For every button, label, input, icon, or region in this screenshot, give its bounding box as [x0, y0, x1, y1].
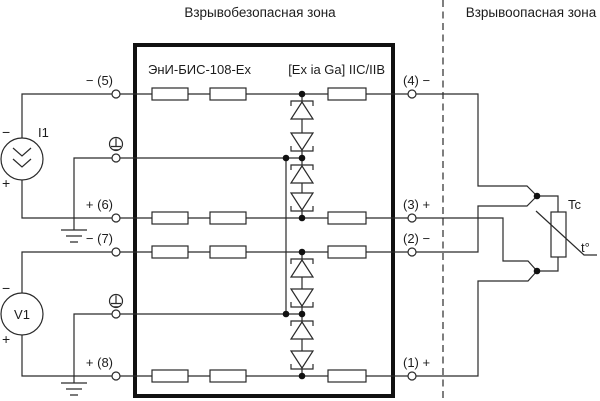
junction-dot [282, 310, 290, 318]
zener-diode-icon [289, 192, 315, 212]
resistor [327, 369, 367, 383]
terminal-8-label: + (8) [86, 355, 113, 370]
sensor-bottom-lead [537, 257, 559, 272]
terminal-8 [111, 371, 121, 381]
wire-terminal3 [416, 217, 538, 272]
safe-zone-title: Взрывобезопасная зона [184, 5, 336, 20]
junction-dot [298, 310, 306, 318]
current-source-i1-circle [0, 137, 44, 181]
rtd-temperature-stroke-icon [535, 210, 597, 256]
terminal-4-label: (4) − [403, 73, 430, 88]
zener-pair-3 [289, 252, 315, 314]
junction-dot [298, 90, 306, 98]
earth-ground-symbol-top [61, 157, 112, 243]
device-name: ЭнИ-БИС-108-Ex [148, 62, 251, 77]
zener-diode-icon [289, 258, 315, 278]
terminal-3 [407, 213, 417, 223]
v1-bottom-wire [21, 335, 112, 377]
terminal-earth-top [111, 153, 121, 163]
zener-diode-icon [289, 320, 315, 340]
zener-diode-icon [290, 146, 314, 152]
resistor [151, 87, 189, 101]
i1-label: I1 [38, 125, 49, 140]
zener-pair-2 [289, 158, 315, 218]
zener-diode-icon [289, 288, 315, 308]
terminal-5 [111, 89, 121, 99]
protective-earth-icon [108, 136, 124, 152]
current-source-chevron-icon [12, 147, 32, 168]
zener-diode-icon [290, 206, 314, 212]
zener-diode-icon [289, 132, 315, 152]
junction-dot [298, 154, 306, 162]
zener-diode-icon [289, 350, 315, 370]
terminal-earth-bottom [111, 309, 121, 319]
terminal-4 [407, 89, 417, 99]
wire-terminal2 [416, 195, 538, 253]
resistor [327, 87, 367, 101]
v1-minus-sign: − [2, 280, 10, 296]
zener-diode-icon [289, 100, 315, 120]
i1-bottom-wire [21, 180, 112, 219]
terminal-6-label: + (6) [86, 197, 113, 212]
wire-terminal4 [416, 93, 538, 197]
i1-top-wire [21, 93, 112, 138]
i1-minus-sign: − [2, 124, 10, 140]
sensor-label: Tc [568, 197, 582, 212]
hazardous-zone-title: Взрывоопасная зона [466, 5, 597, 20]
v1-top-wire [21, 251, 112, 293]
resistor [209, 87, 247, 101]
junction-dot [298, 248, 306, 256]
junction-dot [533, 267, 541, 275]
resistor [327, 211, 367, 225]
v1-label: V1 [14, 307, 30, 322]
junction-dot [282, 154, 290, 162]
junction-dot [298, 214, 306, 222]
zener-pair-4 [289, 314, 315, 376]
sensor-top-lead [537, 195, 559, 212]
resistor [209, 369, 247, 383]
resistor [151, 369, 189, 383]
terminal-6 [111, 213, 121, 223]
rtd-sensor-body [550, 211, 567, 258]
earth-ground-symbol-bottom [61, 313, 112, 396]
resistor [209, 245, 247, 259]
wire-terminal1 [416, 270, 538, 377]
terminal-1 [407, 371, 417, 381]
resistor [327, 245, 367, 259]
terminal-7-label: − (7) [86, 231, 113, 246]
resistor [151, 245, 189, 259]
junction-dot [298, 372, 306, 380]
junction-dot [533, 192, 541, 200]
protective-earth-icon [108, 293, 124, 309]
zener-diode-icon [290, 364, 314, 370]
terminal-3-label: (3) + [403, 197, 430, 212]
i1-plus-sign: + [2, 175, 10, 191]
resistor [209, 211, 247, 225]
zener-diode-icon [290, 302, 314, 308]
barrier-box [133, 43, 395, 398]
terminal-5-label: − (5) [86, 73, 113, 88]
zener-pair-1 [289, 94, 315, 158]
terminal-7 [111, 247, 121, 257]
terminal-1-label: (1) + [403, 355, 430, 370]
v1-plus-sign: + [2, 331, 10, 347]
device-ex-marking: [Ex ia Ga] IIC/IIB [288, 62, 385, 77]
zener-diode-icon [289, 164, 315, 184]
terminal-2 [407, 247, 417, 257]
terminal-2-label: (2) − [403, 231, 430, 246]
voltage-source-v1-circle [0, 292, 44, 336]
sensor-temperature-label: t° [581, 240, 590, 255]
resistor [151, 211, 189, 225]
